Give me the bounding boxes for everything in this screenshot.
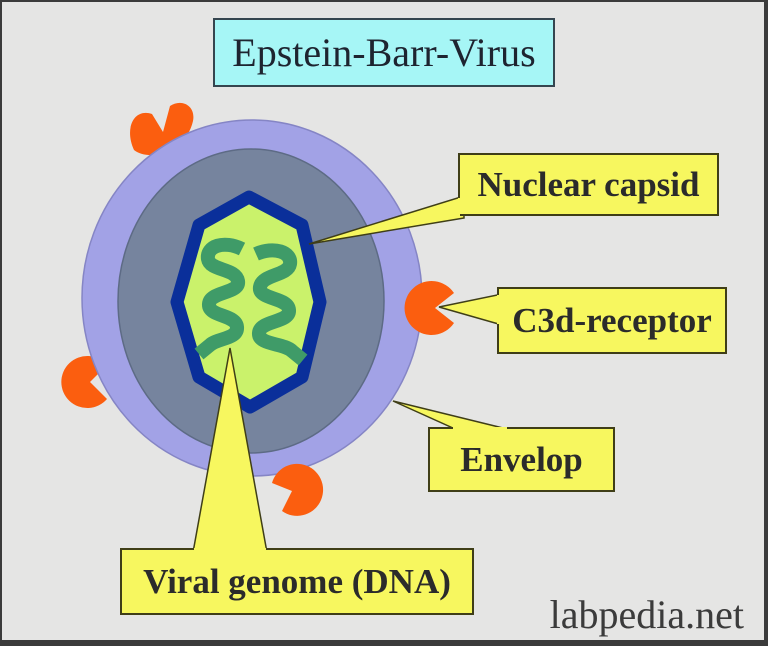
label-c3d-receptor: C3d-receptor xyxy=(497,287,727,354)
wedge-junction xyxy=(458,198,460,217)
label-viral-genome: Viral genome (DNA) xyxy=(120,548,474,615)
wedge-junction xyxy=(497,295,499,324)
title-box: Epstein-Barr-Virus xyxy=(213,18,555,87)
label-viral-genome-text: Viral genome (DNA) xyxy=(143,561,451,601)
wedge-junction xyxy=(194,548,266,550)
dna-strand-right xyxy=(252,243,308,366)
wedge-junction xyxy=(453,427,507,429)
c3d-receptor-shape-right xyxy=(404,281,454,335)
label-envelop: Envelop xyxy=(428,427,615,492)
watermark: labpedia.net xyxy=(549,592,744,637)
page-title: Epstein-Barr-Virus xyxy=(232,30,536,75)
c3d-receptor-shape-bottom xyxy=(272,463,324,516)
label-nuclear-capsid-text: Nuclear capsid xyxy=(477,164,700,204)
label-envelop-text: Envelop xyxy=(460,439,583,479)
label-c3d-receptor-text: C3d-receptor xyxy=(512,300,712,340)
label-nuclear-capsid: Nuclear capsid xyxy=(458,153,719,217)
dna-strand-left xyxy=(194,237,246,360)
nuclear-capsid-shape xyxy=(170,190,327,414)
